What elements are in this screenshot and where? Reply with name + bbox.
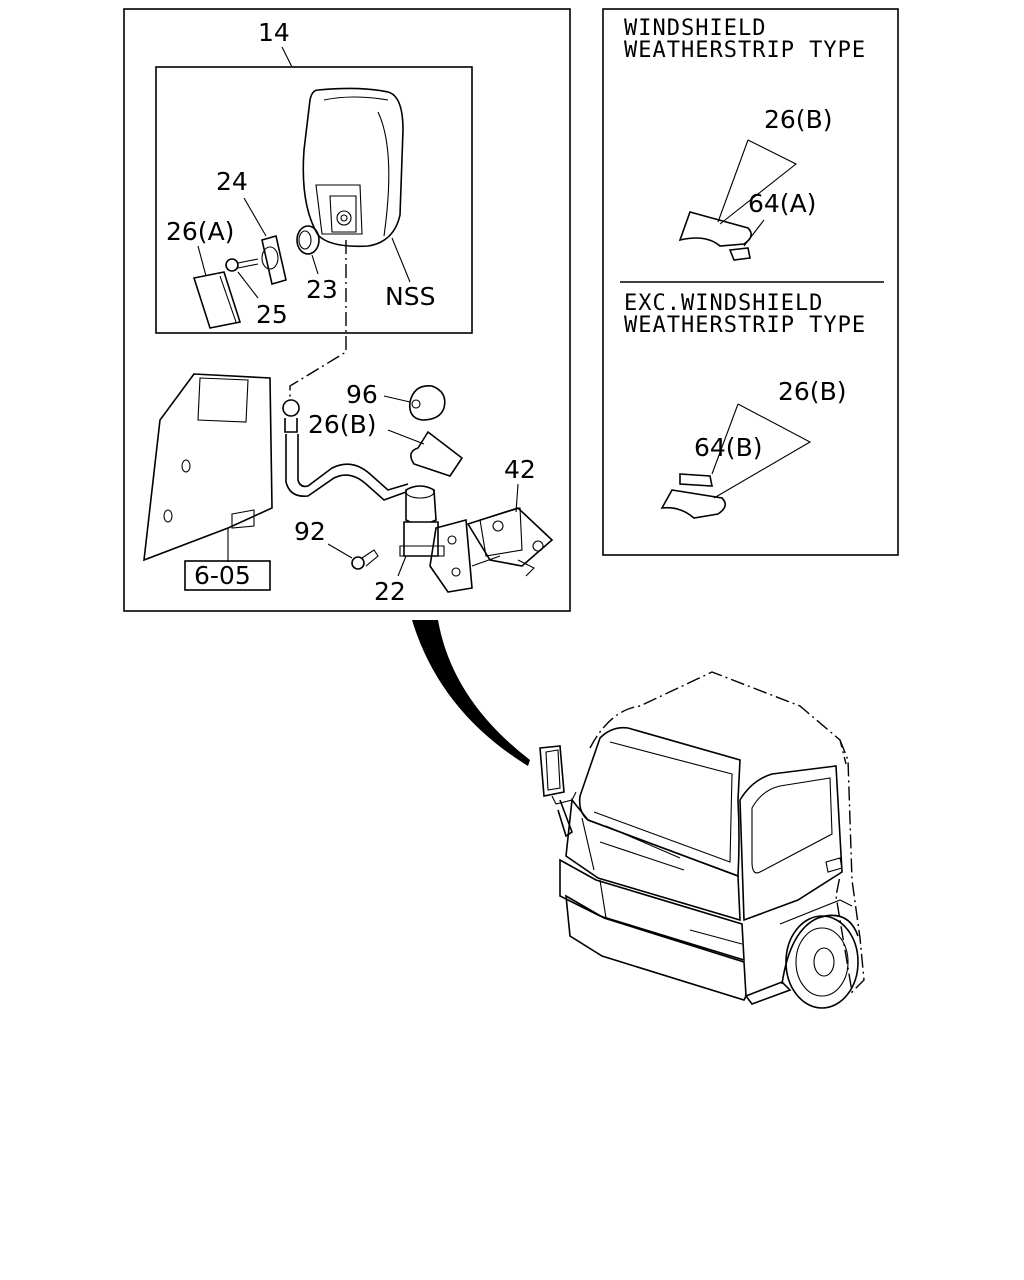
mounting-bracket xyxy=(429,518,473,593)
bracket-24 xyxy=(261,234,287,286)
mirror-arm xyxy=(282,399,409,501)
bolt-92 xyxy=(351,549,379,570)
callout-96: 96 xyxy=(346,380,378,409)
leader-26b-main xyxy=(387,429,425,445)
inset-bottom-title-1: EXC.WINDSHIELD xyxy=(624,291,823,316)
ref-box-6-05 xyxy=(184,560,271,591)
inset-bottom-leader-26b xyxy=(713,403,812,499)
leader-42-b xyxy=(471,555,501,567)
inset-top-callout-64a: 64(A) xyxy=(748,189,816,218)
truck-mirror xyxy=(539,745,577,838)
inset-top-leader-64a xyxy=(743,219,765,247)
leader-14 xyxy=(281,46,293,68)
leader-25 xyxy=(237,271,259,299)
cap-23 xyxy=(296,225,320,255)
inset-bottom-callout-26b: 26(B) xyxy=(778,377,846,406)
inset-top-title-1: WINDSHIELD xyxy=(624,16,766,41)
leader-23 xyxy=(311,254,319,275)
cover-26a xyxy=(192,271,242,329)
callout-nss: NSS xyxy=(385,282,435,311)
ref-label-6-05: 6-05 xyxy=(194,561,251,590)
callout-25: 25 xyxy=(256,300,288,329)
leader-nss xyxy=(391,237,411,283)
main-panel: 14 NSS 23 24 xyxy=(123,8,571,612)
callout-23: 23 xyxy=(306,275,338,304)
leader-92 xyxy=(327,543,353,559)
inset-top-pad-64a xyxy=(728,247,751,261)
leader-26a xyxy=(197,245,207,277)
mirror-assembly-box xyxy=(155,66,473,334)
callout-42: 42 xyxy=(504,455,536,484)
inset-frame xyxy=(602,8,899,556)
callout-26a: 26(A) xyxy=(166,217,234,246)
inset-top-cover xyxy=(678,211,752,247)
inset-top-title-2: WEATHERSTRIP TYPE xyxy=(624,38,866,63)
inset-panel: WINDSHIELD WEATHERSTRIP TYPE 26(B) 64(A)… xyxy=(602,8,899,556)
truck-illustration xyxy=(539,671,865,1009)
leader-22 xyxy=(397,555,407,577)
cover-26b xyxy=(410,430,464,477)
inset-bottom-callout-64b: 64(B) xyxy=(694,433,762,462)
inset-top-leader-26b xyxy=(719,139,798,225)
pivot-joint-22 xyxy=(399,485,445,557)
inset-bottom-pad-64b xyxy=(679,473,713,487)
callout-24: 24 xyxy=(216,167,248,196)
main-panel-frame xyxy=(123,8,571,612)
screw-25 xyxy=(225,258,259,272)
callout-92: 92 xyxy=(294,517,326,546)
inset-bottom-cover xyxy=(660,489,726,519)
location-arrow xyxy=(412,620,530,766)
assembly-connector xyxy=(289,240,347,400)
leader-42 xyxy=(515,483,519,513)
cab-side-panel xyxy=(143,373,273,562)
mirror-head xyxy=(302,87,404,248)
inset-top-leader-26b-b xyxy=(717,139,749,223)
leader-24 xyxy=(243,197,267,237)
callout-14: 14 xyxy=(258,18,290,47)
callout-26b-main: 26(B) xyxy=(308,410,376,439)
inset-bottom-title-2: WEATHERSTRIP TYPE xyxy=(624,313,866,338)
callout-22: 22 xyxy=(374,577,406,606)
base-42 xyxy=(466,507,554,577)
leader-96 xyxy=(383,395,411,403)
cap-96 xyxy=(408,385,446,421)
inset-bottom-leader-26b-b xyxy=(711,403,739,475)
inset-top-callout-26b: 26(B) xyxy=(764,105,832,134)
